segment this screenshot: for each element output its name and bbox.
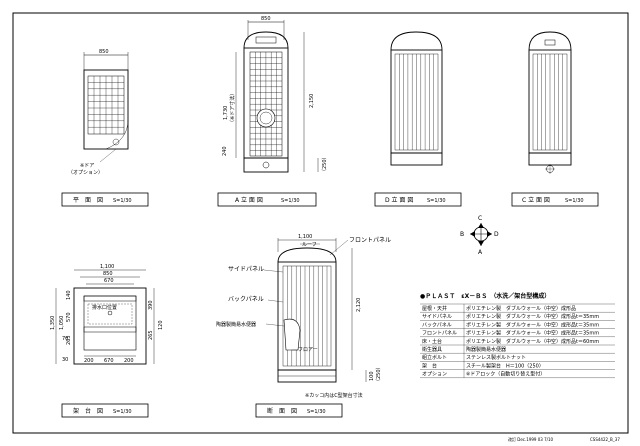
spec-row-value: ポリエチレン製 ダブルウォール（中空）成形品t＝60mm	[466, 338, 599, 345]
a-dim-door-2: （※ドア寸法）	[229, 91, 236, 125]
a-elevation-view: 850 2,150 （250） 1,730 （※ドア寸法） 240 A 立 面 …	[217, 16, 328, 207]
section-caption: 断 面 図	[267, 407, 297, 415]
plan-dim-width: 850	[99, 49, 109, 55]
spec-row-label: サイドパネル	[422, 314, 452, 320]
base-dim-right-3: 120	[158, 320, 164, 330]
compass-c: C	[478, 215, 482, 222]
d-scale: S=1/30	[427, 198, 446, 204]
a-scale: S=1/30	[281, 198, 300, 204]
direction-compass: C A B D	[460, 215, 499, 256]
spec-row-label: オプション	[422, 372, 447, 378]
base-dim-left-7: 70	[62, 336, 68, 342]
plan-door-note-2: （オプション）	[68, 170, 103, 176]
base-dim-bottom-2: 670	[104, 358, 114, 364]
spec-row: 組立ボルト ステンレス製ボルトナット	[420, 354, 615, 362]
footer-date: 改訂 Dec.1999 03 7/10	[508, 436, 554, 442]
base-dim-right-1: 390	[148, 300, 154, 310]
base-view: 1,100 850 670 排水口位置 1,350 1,050 570 140 …	[50, 264, 164, 418]
a-dim-bottom: 240	[222, 146, 228, 156]
section-roof: ルーフ	[302, 242, 317, 248]
c-scale: S=1/30	[565, 198, 584, 204]
spec-row: サイドパネル ポリエチレン製 ダブルウォール（中空）成形品t＝35mm	[420, 313, 615, 321]
spec-row-label: フロントパネル	[422, 331, 457, 337]
spec-row: バックパネル ポリエチレン製 ダブルウォール（中空）成形品t＝35mm	[420, 321, 615, 329]
base-dim-right-2: 265	[148, 330, 154, 340]
compass-b: B	[460, 231, 464, 238]
base-dim-top-1: 1,100	[100, 264, 114, 270]
base-dim-left-1: 1,350	[50, 316, 56, 330]
spec-row: オプション ※ドアロック（自動切り替え型付）	[420, 371, 615, 378]
a-dim-width: 850	[261, 16, 271, 22]
spec-title: ●ＰＬＡＳＴ εⅩ－ＢＳ （水洗／架台型構成）	[420, 292, 550, 300]
section-dim-base-2: （250）	[376, 364, 382, 384]
spec-row-value: ポリエチレン製 ダブルウォール（中空）成形品t＝35mm	[466, 330, 599, 337]
spec-row-value: ポリエチレン製 ダブルウォール（中空）成形品t＝35mm	[466, 321, 599, 328]
spec-row: 衛生器具 陶器製簡易水便器	[420, 346, 615, 354]
spec-table: ●ＰＬＡＳＴ εⅩ－ＢＳ （水洗／架台型構成） 屋根・天井ポリエチレン製 ダブル…	[420, 292, 615, 378]
plan-door-note-1: ※ドア	[80, 163, 94, 169]
base-dim-left-4: 140	[66, 290, 72, 300]
section-dim-height: 2,120	[356, 298, 362, 312]
spec-row: 架 台 スチール製架台 H＝100（250）	[420, 362, 615, 370]
base-dim-top-3: 670	[104, 278, 114, 284]
spec-row-value: スチール製架台 H＝100（250）	[466, 362, 544, 369]
spec-row-value: ポリエチレン製 ダブルウォール（中空）成形品	[466, 305, 576, 312]
plan-view: 850 ※ドア （オプション） 平 面 図 S=1/30	[61, 49, 149, 207]
a-dim-height: 2,150	[309, 94, 315, 108]
section-view: 1,100 ルーフ フロントパネル サイドパネル バックパネル 陶器製簡易水便器…	[216, 234, 391, 418]
d-elevation-view: D 立 面 図 S=1/30	[374, 31, 462, 207]
plan-caption: 平 面 図	[73, 197, 103, 204]
spec-row-value: ※ドアロック（自動切り替え型付）	[466, 371, 545, 378]
base-marker: 排水口位置	[92, 304, 117, 311]
footer-code: CSS4422_B_37	[590, 437, 620, 442]
spec-row-label: 組立ボルト	[422, 354, 447, 361]
sheet-border	[12, 12, 629, 434]
spec-row-value: 陶器製簡易水便器	[466, 346, 506, 353]
section-note: ※カッコ内はC型架台寸法	[305, 392, 363, 399]
a-dim-door-1: 1,730	[223, 106, 229, 120]
spec-row-value: ステンレス製ボルトナット	[466, 354, 526, 361]
base-dim-bottom-3: 200	[124, 358, 134, 364]
c-elevation-view: C 立 面 図 S=1/30	[511, 31, 599, 207]
section-scale: S=1/30	[307, 409, 326, 415]
a-caption: A 立 面 図	[235, 196, 263, 204]
base-dim-left-2: 1,050	[59, 316, 65, 330]
section-dim-top: 1,100	[298, 234, 312, 240]
compass-d: D	[494, 231, 499, 238]
c-caption: C 立 面 図	[522, 196, 550, 204]
spec-row-label: 床・土台	[422, 338, 442, 345]
d-caption: D 立 面 図	[385, 196, 413, 204]
spec-row-label: 屋根・天井	[422, 305, 447, 312]
section-floor: フロアー	[298, 347, 318, 353]
base-dim-left-5: 265	[66, 335, 72, 345]
spec-row: フロントパネル ポリエチレン製 ダブルウォール（中空）成形品t＝35mm	[420, 330, 615, 337]
base-scale: S=1/30	[113, 409, 132, 415]
section-dim-base-1: 100	[369, 371, 375, 381]
spec-row: 床・土台 ポリエチレン製 ダブルウォール（中空）成形品t＝60mm	[420, 338, 615, 346]
base-caption: 架 台 図	[73, 407, 103, 415]
a-dim-base: （250）	[322, 154, 328, 174]
compass-a: A	[478, 249, 483, 256]
spec-row: 屋根・天井 ポリエチレン製 ダブルウォール（中空）成形品	[420, 305, 615, 313]
base-dim-bottom-1: 200	[84, 358, 94, 364]
base-dim-left-3: 570	[66, 312, 72, 322]
section-front-panel: フロントパネル	[349, 237, 391, 244]
base-dim-top-2: 850	[103, 271, 113, 277]
base-dim-left-6: 30	[62, 357, 68, 363]
spec-row-label: 架 台	[422, 362, 437, 369]
plan-scale: S=1/30	[113, 198, 132, 204]
section-toilet: 陶器製簡易水便器	[216, 321, 256, 328]
spec-row-value: ポリエチレン製 ダブルウォール（中空）成形品t＝35mm	[466, 313, 599, 320]
section-side-panel: サイドパネル	[228, 266, 264, 273]
spec-row-label: 衛生器具	[422, 346, 442, 353]
spec-row-label: バックパネル	[422, 322, 452, 328]
section-back-panel: バックパネル	[228, 296, 264, 303]
